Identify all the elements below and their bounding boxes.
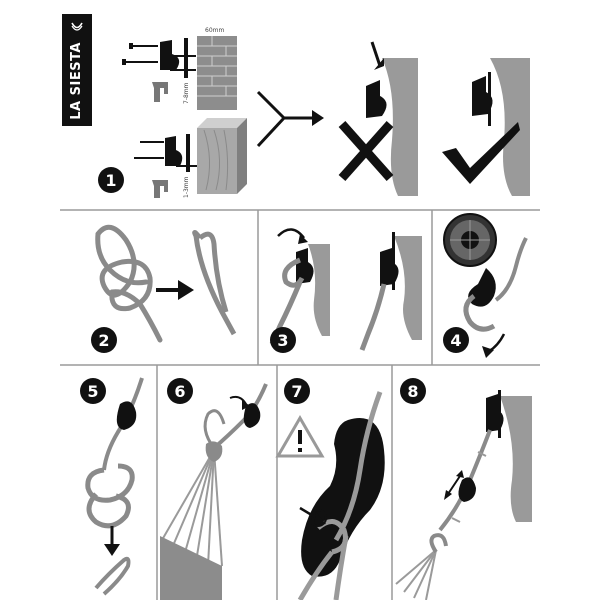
measure-60mm: 60mm <box>205 27 224 34</box>
check-icon <box>442 122 520 184</box>
step-2-loop <box>192 230 237 336</box>
branch-arrow <box>256 90 312 148</box>
step-3-number: 3 <box>277 331 288 350</box>
step-1-number: 1 <box>105 171 116 190</box>
step-5-knot-adjust <box>85 377 144 596</box>
panel-dividers <box>60 209 540 600</box>
step-2-number: 2 <box>98 331 109 350</box>
hook-right <box>472 76 493 116</box>
step-3-loop-over-hook <box>269 228 422 351</box>
wall-wrong <box>382 58 418 196</box>
measure-masonry: 7-8mm <box>183 82 190 104</box>
brand-banner: LA SIESTA <box>62 14 92 126</box>
step-6-number: 6 <box>174 382 185 401</box>
hook-wrong <box>366 80 387 118</box>
hammock-fabric <box>160 536 222 600</box>
step-7-number: 7 <box>291 382 302 401</box>
wall-hook <box>160 40 180 70</box>
rope-markers <box>451 451 487 523</box>
step-5-number: 5 <box>87 382 98 401</box>
step-4-pull-tight <box>443 213 528 358</box>
step-1-masonry-mounting: 60mm 7-8mm 1-3mm <box>122 27 530 198</box>
dowel <box>152 82 168 102</box>
measure-wood: 1-3mm <box>183 176 190 198</box>
step-2-knot <box>95 224 163 343</box>
step-8-number: 8 <box>407 382 418 401</box>
hammock-logo-icon <box>71 22 83 31</box>
cross-icon <box>338 121 394 181</box>
screws <box>126 45 196 71</box>
step-8-final-hang <box>395 390 532 600</box>
hammock-cords-final <box>395 549 437 600</box>
step-7-warning-detail <box>275 391 385 600</box>
brick-wall <box>197 36 237 110</box>
hammock-cords <box>161 449 223 567</box>
wall-right <box>490 58 530 196</box>
wall-hook-wood <box>165 136 183 166</box>
step-6-attach-hammock <box>160 383 268 600</box>
step-4-number: 4 <box>450 331 461 350</box>
